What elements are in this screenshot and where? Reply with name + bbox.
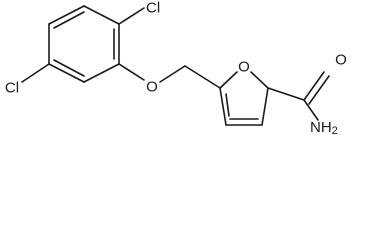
bond-c5-c4: [219, 87, 227, 126]
bond-c5-cl: [21, 63, 50, 83]
bond-c-o-double-1: [303, 71, 325, 101]
bond-c2-o: [250, 71, 269, 89]
bond-c2-carbonyl-c: [267, 87, 305, 101]
furan-ring: [219, 71, 269, 126]
chemical-structure-diagram: Cl Cl O O O NH2: [5, 0, 347, 138]
bond-o-c5: [219, 71, 238, 89]
atom-nh2-subscript: 2: [332, 125, 338, 137]
atom-o-furan: O: [238, 59, 250, 76]
bond-o-ch2: [159, 65, 186, 83]
atom-nh2-main: NH: [310, 119, 332, 136]
atom-o-ether: O: [146, 79, 158, 96]
atom-o-carbonyl: O: [335, 52, 347, 69]
bond-c-o-double-2: [308, 75, 330, 105]
bond-c1-c2: [83, 5, 120, 25]
bond-c2-cl: [118, 7, 145, 25]
bond-c5-c4-inner: [225, 93, 230, 117]
atom-nh2: NH2: [310, 119, 338, 138]
bond-c3-c2: [261, 87, 269, 126]
bond-c6-c1: [48, 5, 85, 25]
bond-c6-c1-inner: [53, 11, 85, 29]
atom-cl-top: Cl: [146, 0, 160, 17]
bond-c4-c5: [48, 63, 85, 83]
bond-c3-o-ether: [118, 63, 145, 81]
bond-c-n: [303, 99, 319, 121]
amide-group: [267, 71, 330, 121]
bond-c3-c4: [83, 63, 120, 83]
benzene-ring: [48, 5, 120, 83]
atom-cl-left: Cl: [5, 80, 19, 97]
bond-ch2-furan: [184, 65, 221, 89]
bond-c4-c5-inner: [53, 59, 85, 77]
